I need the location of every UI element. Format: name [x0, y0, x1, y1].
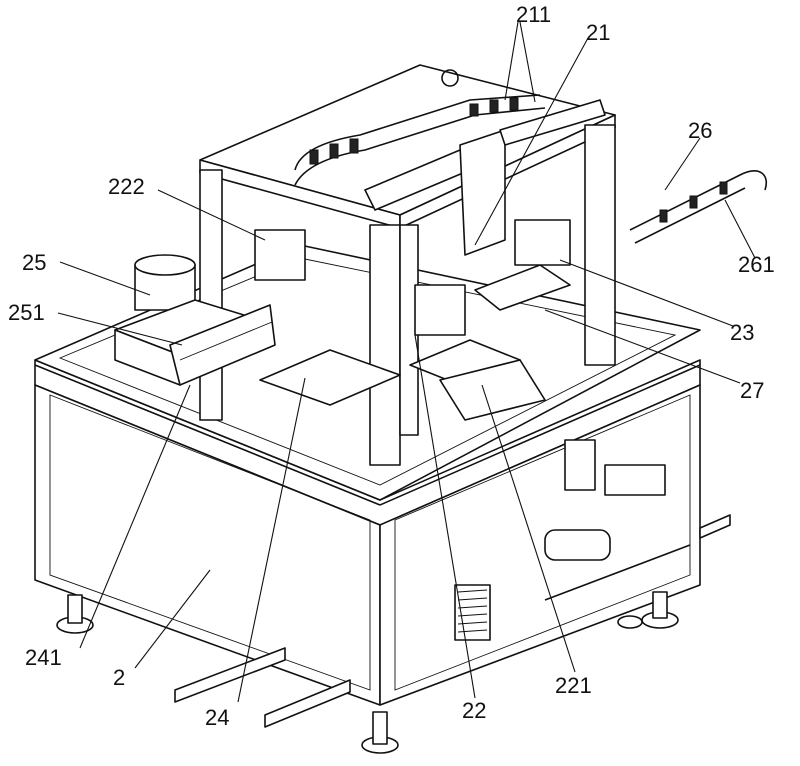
leveling-feet: [56, 591, 679, 754]
label-21: 21: [586, 20, 610, 45]
label-26: 26: [688, 118, 712, 143]
label-2: 2: [113, 665, 125, 690]
gantry-module: [364, 99, 606, 256]
label-261: 261: [738, 252, 775, 277]
tank-assembly: [114, 254, 261, 386]
label-241: 241: [25, 645, 62, 670]
leader-lines: [57, 21, 756, 703]
label-25: 25: [22, 250, 46, 275]
label-222: 222: [108, 174, 145, 199]
vent-grille: [454, 584, 491, 641]
cable-chain-right: [629, 170, 767, 244]
label-27: 27: [740, 378, 764, 403]
reference-numerals: 211 21 222 26 25 251 261 23 27 241 2 24 …: [8, 2, 775, 730]
label-22: 22: [462, 698, 486, 723]
label-24: 24: [205, 705, 229, 730]
label-251: 251: [8, 300, 45, 325]
left-rail-module: [169, 304, 276, 386]
label-23: 23: [730, 320, 754, 345]
label-211: 211: [516, 2, 551, 27]
label-221: 221: [555, 673, 592, 698]
cable-chain-top: [294, 94, 546, 186]
work-tables: [254, 219, 571, 421]
